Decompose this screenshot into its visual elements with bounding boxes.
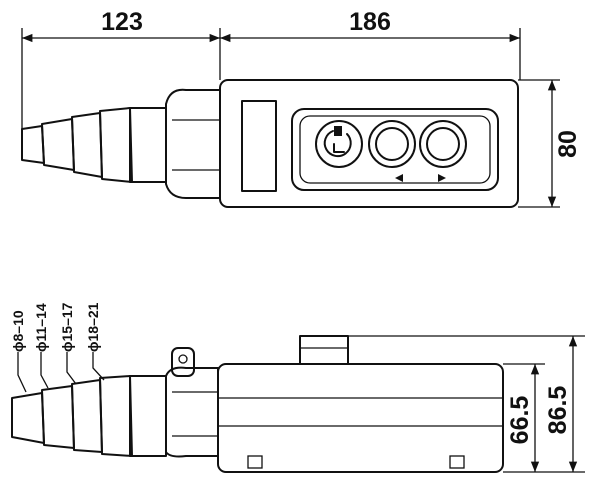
key-switch-boss bbox=[299, 335, 349, 365]
dimension-side-large: 86.5 bbox=[544, 386, 572, 435]
right-arrow-icon bbox=[438, 174, 446, 182]
dimension-cable-length: 123 bbox=[101, 8, 143, 36]
left-button bbox=[368, 120, 416, 168]
foot-right bbox=[449, 455, 465, 469]
label-plate bbox=[241, 100, 277, 192]
cable-diameter-label: ϕ18–21 bbox=[85, 302, 101, 352]
cable-diameter-label: ϕ11–14 bbox=[33, 303, 49, 352]
cable-diameter-label: ϕ8–10 bbox=[10, 310, 26, 352]
top-view: 123 186 80 bbox=[21, 8, 582, 208]
cable-sleeve-top bbox=[21, 107, 167, 183]
left-arrow-icon bbox=[395, 174, 403, 182]
cable-sleeve-side bbox=[11, 375, 167, 457]
button-panel bbox=[291, 108, 499, 191]
cable-diameter-label: ϕ15–17 bbox=[59, 302, 75, 352]
hanging-eyelet bbox=[171, 347, 195, 377]
cable-diameter-leaders: ϕ8–10 ϕ11–14 ϕ15–17 ϕ18–21 bbox=[10, 302, 105, 393]
pendant-body-top bbox=[219, 79, 519, 208]
power-key-switch-icon bbox=[315, 120, 363, 168]
foot-left bbox=[247, 455, 263, 469]
side-view: ϕ8–10 ϕ11–14 ϕ15–17 ϕ18–21 bbox=[10, 302, 585, 473]
dimension-body-length: 186 bbox=[349, 8, 391, 36]
dimension-side-small: 66.5 bbox=[506, 396, 534, 445]
dimension-body-height: 80 bbox=[554, 130, 582, 158]
right-button bbox=[419, 120, 467, 168]
pendant-body-side bbox=[217, 363, 504, 473]
strain-relief-side bbox=[165, 366, 219, 458]
strain-relief-top bbox=[165, 88, 221, 199]
